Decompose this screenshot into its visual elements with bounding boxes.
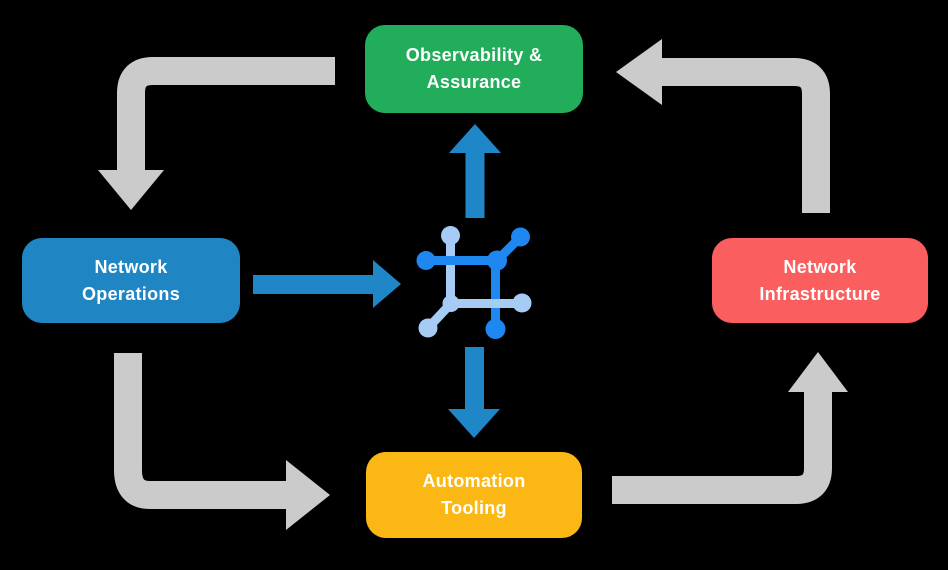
node-network-infrastructure: Network Infrastructure (712, 238, 928, 323)
icon-dark-front-layer (416, 227, 530, 271)
cycle-arrow-red-to-green (616, 39, 830, 213)
cycle-arrow-yellow-to-red (612, 352, 848, 504)
node-label: Network Infrastructure (759, 256, 881, 304)
node-label: Automation Tooling (422, 471, 526, 518)
network-fabric-icon (416, 226, 532, 339)
node-network-operations: Network Operations (22, 238, 240, 323)
icon-dark-back-layer (485, 261, 506, 339)
flow-arrow-operations-to-icon (253, 260, 401, 308)
node-label: Network Operations (81, 256, 181, 304)
flow-arrow-icon-to-automation (448, 347, 500, 438)
cycle-arrow-blue-to-yellow (114, 353, 330, 530)
icon-light-layer (418, 226, 532, 338)
node-observability-assurance: Observability & Assurance (365, 25, 583, 113)
flow-arrow-icon-to-observability (449, 124, 501, 218)
cycle-arrow-green-to-blue (98, 57, 335, 210)
node-automation-tooling: Automation Tooling (366, 452, 582, 538)
node-label: Observability & Assurance (405, 45, 543, 92)
